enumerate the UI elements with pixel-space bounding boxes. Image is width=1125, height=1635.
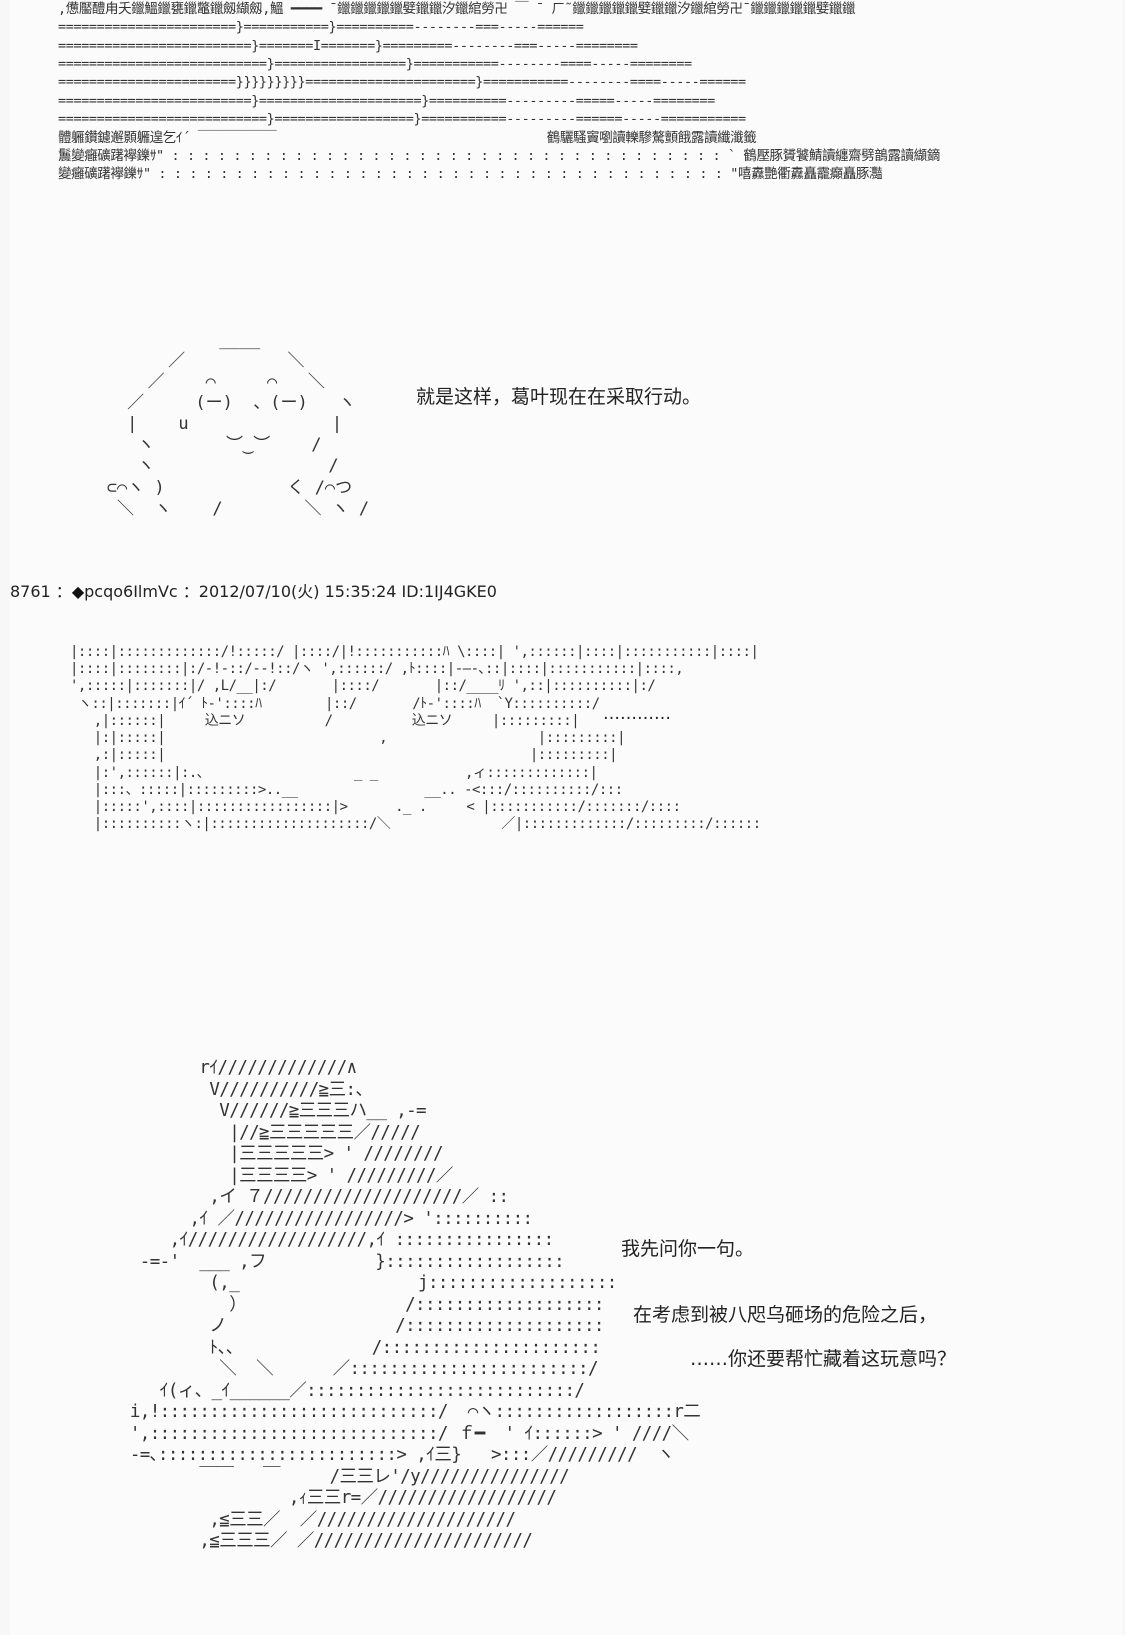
post-separator: ： (177, 582, 199, 601)
post-separator: ： (50, 582, 72, 601)
ascii-art-girl-face: |::::|:::::::::::::/!:::::/ |::::/|!::::… (70, 644, 761, 833)
post-user-id: ID:1IJ4GKE0 (396, 582, 497, 601)
post-number: 8761 (10, 582, 51, 601)
page-background (10, 0, 1122, 1635)
ascii-art-top-fragment: ,憊靨醴甪夭鑞鰮鑞甕鑞鼈鑞劔纈劔,鰮 ━━━━ ˉ鑞鑞鑞鑞鑞嬖鑞鑞汐鑞綰勞卍 ￣… (58, 1, 940, 183)
dialogue-ellipsis: ………… (603, 704, 671, 724)
dialogue-line-1: 就是这样，葛叶现在在采取行动。 (416, 386, 702, 408)
dialogue-line-2: 我先问你一句。 (621, 1238, 755, 1260)
dialogue-line-4: ……你还要帮忙藏着这玩意吗？ (690, 1348, 957, 1370)
post-tripcode: pcqo6IlmVc (84, 582, 178, 601)
ascii-art-yukkuri-character: ____ ／ ＼ ／ ⌒ ⌒ ＼ ／ (ー) 、(ー) ヽ | u | ヽ ︶‿… (106, 330, 370, 519)
dialogue-line-3: 在考虑到被八咫乌砸场的危险之后， (633, 1304, 938, 1326)
trip-diamond-icon: ◆ (71, 582, 85, 601)
post-date: 2012/07/10(火) 15:35:24 (198, 582, 397, 601)
ascii-art-hat-character: rｲ/////////////∧ V//////////≧三:、 V//////… (129, 1058, 701, 1552)
post-header: 8761 ：◆pcqo6IlmVc ：2012/07/10(火) 15:35:2… (10, 578, 497, 602)
